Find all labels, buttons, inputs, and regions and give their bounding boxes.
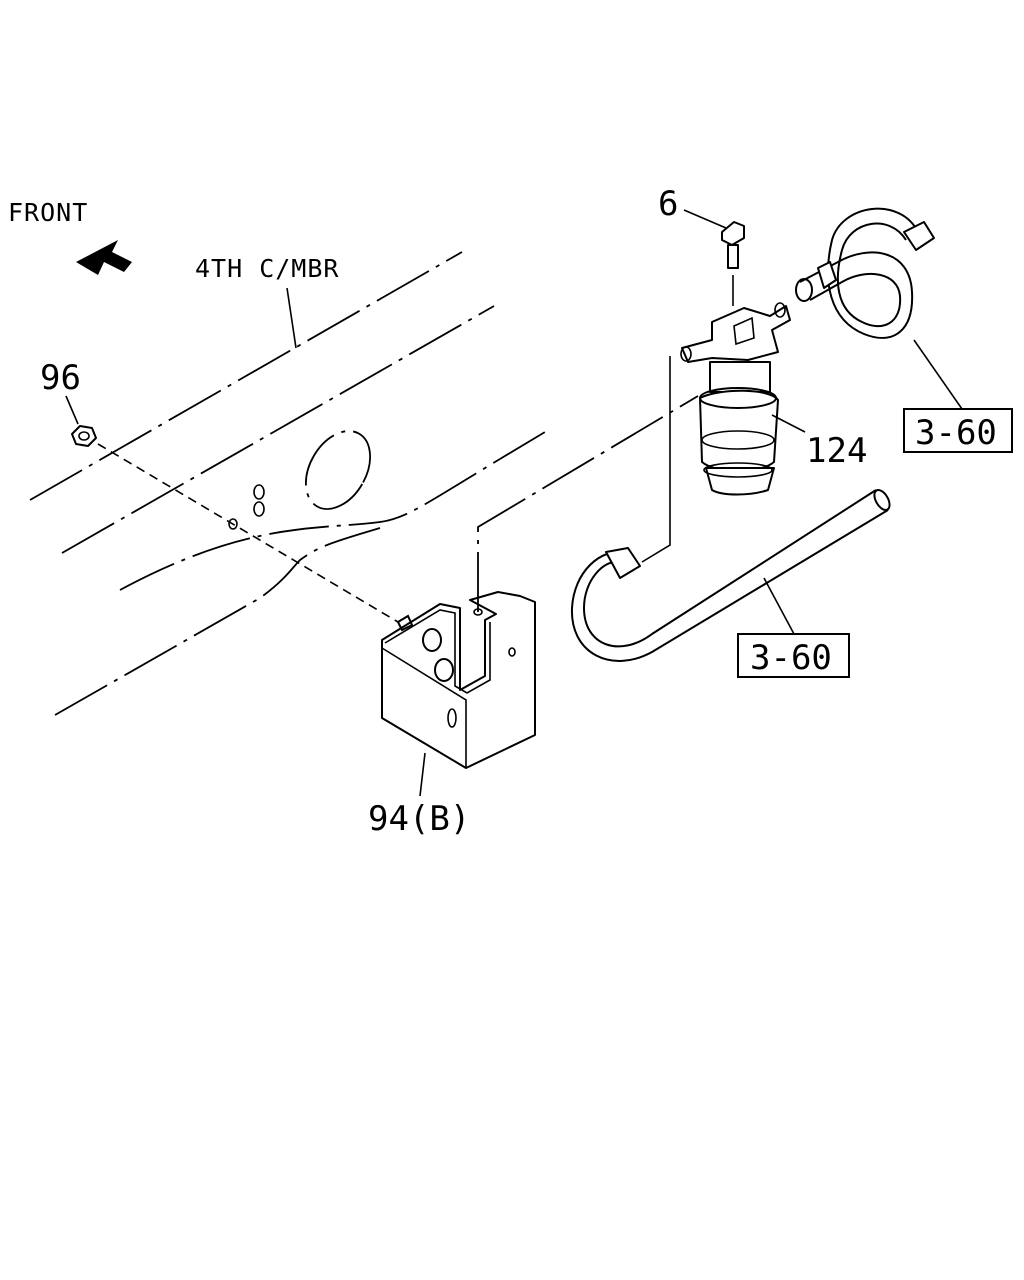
lower-hose-connection-line (641, 356, 671, 563)
ref-box-upper[interactable] (903, 408, 1013, 453)
front-label: FRONT (8, 198, 88, 227)
cross-member-outline (29, 251, 546, 716)
callout-124: 124 (806, 431, 867, 471)
callout-96-leader (65, 395, 79, 425)
callout-94b-leader (419, 752, 426, 797)
ref-upper-leader (913, 339, 963, 410)
ref-label-lower[interactable]: 3-60 (750, 638, 832, 678)
lower-hose-part (570, 489, 891, 662)
callout-96: 96 (40, 358, 81, 398)
front-arrow-icon (76, 240, 132, 275)
callout-94b: 94(B) (368, 799, 470, 839)
ref-box-lower[interactable] (737, 633, 850, 678)
cross-member-label: 4TH C/MBR (195, 254, 339, 283)
callout-124-leader (771, 414, 806, 433)
callout-6-leader (683, 209, 727, 229)
nut-part (71, 425, 97, 447)
bolt-part (721, 221, 745, 269)
ref-label-upper[interactable]: 3-60 (915, 413, 997, 453)
bracket-part (381, 591, 536, 769)
fuel-filter-part (680, 302, 791, 496)
cross-member-leader (286, 287, 297, 349)
callout-6: 6 (658, 184, 678, 224)
ref-lower-leader (763, 577, 795, 635)
nut-install-line (97, 443, 399, 623)
upper-hose-part (795, 207, 935, 339)
filter-mount-line (477, 395, 699, 612)
